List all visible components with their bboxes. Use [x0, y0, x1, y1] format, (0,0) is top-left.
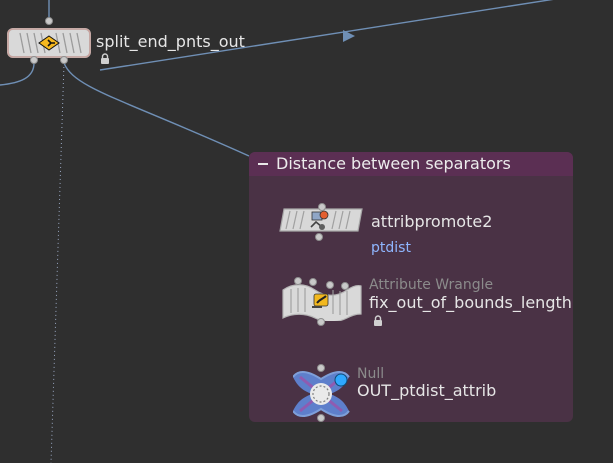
split-end-pnts-out-label[interactable]: split_end_pnts_out: [96, 32, 245, 51]
attribpromote2-badge: ptdist: [371, 240, 411, 256]
attribpromote-icon: [279, 208, 363, 232]
output-connector[interactable]: [315, 233, 323, 241]
node-out-ptdist-attrib[interactable]: [293, 364, 350, 422]
lock-icon[interactable]: [99, 53, 111, 65]
node-fix-out-of-bounds-length[interactable]: [281, 277, 363, 326]
out-ptdist-attrib-label[interactable]: OUT_ptdist_attrib: [357, 381, 497, 400]
null-node-icon: [293, 371, 350, 417]
flow-arrow: [343, 30, 355, 42]
input-connector[interactable]: [318, 203, 326, 211]
wire-to-netbox[interactable]: [63, 62, 250, 157]
collapse-icon[interactable]: [256, 157, 270, 171]
network-box-header[interactable]: Distance between separators: [249, 152, 573, 176]
input-connector-2[interactable]: [309, 278, 317, 286]
lock-icon[interactable]: [372, 315, 384, 327]
output-connector[interactable]: [317, 318, 325, 326]
wire-left-out[interactable]: [0, 62, 35, 86]
network-box-title: Distance between separators: [276, 154, 511, 173]
wire-to-top-right[interactable]: [99, 0, 613, 71]
input-connector[interactable]: [317, 364, 325, 372]
fix-out-of-bounds-length-type: Attribute Wrangle: [369, 277, 494, 293]
fix-out-of-bounds-length-label[interactable]: fix_out_of_bounds_length: [369, 293, 572, 312]
input-connector[interactable]: [45, 17, 53, 25]
output-connector-left[interactable]: [30, 56, 38, 64]
input-connector-1[interactable]: [294, 277, 302, 285]
out-ptdist-attrib-type: Null: [357, 366, 385, 382]
attribute-wrangle-icon: [282, 284, 362, 321]
attribpromote2-label[interactable]: attribpromote2: [371, 212, 493, 231]
output-connector[interactable]: [317, 414, 325, 422]
node-attribpromote2[interactable]: [278, 203, 364, 241]
output-connector-right[interactable]: [60, 56, 68, 64]
dotted-reference-wire: [50, 62, 65, 463]
input-connector-4[interactable]: [341, 282, 349, 290]
input-connector-3[interactable]: [326, 281, 334, 289]
split-node-icon: [7, 28, 91, 58]
node-split-end-pnts-out[interactable]: [7, 17, 91, 64]
